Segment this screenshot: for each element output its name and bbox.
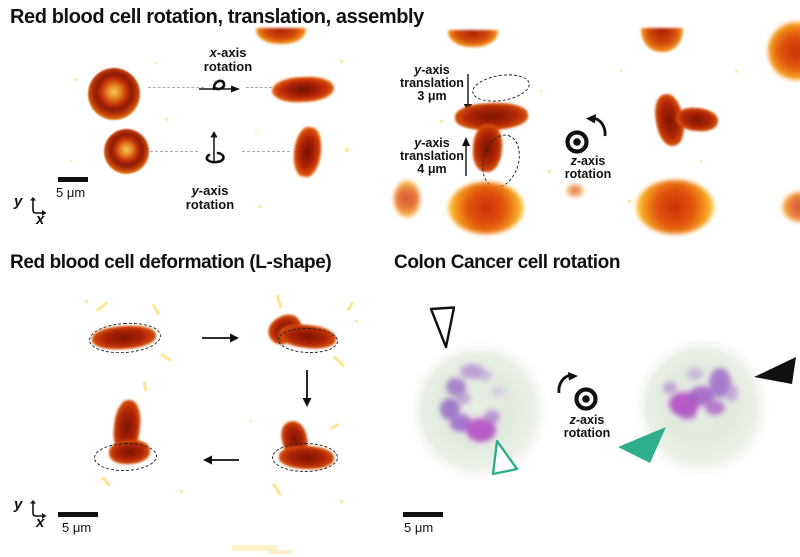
scale-bar (58, 177, 88, 182)
partial-cell-blob (394, 180, 420, 218)
y-translation-up-label: y-axis translation 4 μm (400, 136, 464, 176)
speckle (180, 490, 183, 493)
partial-cell-blob (641, 28, 683, 52)
sequence-arrow-left-icon (203, 455, 239, 465)
xy-axes-icon (30, 500, 47, 519)
cancer-cell-after (645, 348, 759, 466)
speckle (540, 90, 542, 92)
x-axis-rotation-icon (199, 79, 240, 93)
speckle (165, 118, 168, 121)
speckle (548, 170, 551, 173)
rbc-face-view-1 (88, 68, 140, 120)
fluorescence-streak (142, 381, 148, 392)
speckle (85, 300, 88, 303)
fluorescence-streak (346, 301, 354, 312)
z-axis-rotation-icon (565, 114, 607, 154)
filled-black-arrowhead-icon (754, 357, 796, 384)
axis-label-y: y (14, 193, 23, 210)
fluorescence-streak (332, 355, 346, 368)
dashed-connector (242, 151, 290, 152)
partial-cell-blob (448, 30, 498, 47)
speckle (155, 62, 157, 64)
scale-bar (58, 512, 98, 517)
speckle (340, 500, 343, 503)
sequence-arrow-down-icon (302, 370, 312, 407)
speckle (628, 200, 631, 203)
rbc-side-view-horizontal (271, 75, 335, 104)
speckle (70, 160, 72, 162)
scale-bar (403, 512, 443, 517)
y-rotation-label: y-axis rotation (185, 183, 235, 212)
panel-title-rbc-manipulation: Red blood cell rotation, translation, as… (10, 6, 424, 28)
speckle (255, 132, 257, 134)
rbc-t-assembly-rotated (651, 90, 727, 152)
speckle (75, 78, 78, 81)
speckle (340, 60, 343, 63)
partial-cell-blob (768, 22, 800, 80)
partial-cell-blob (256, 28, 306, 44)
speckle (620, 70, 622, 72)
speckle (258, 205, 261, 208)
speckle (355, 320, 358, 323)
fluorescence-streak (232, 545, 278, 551)
y-axis-rotation-icon (205, 131, 225, 164)
fluorescence-streak (275, 294, 283, 309)
partial-cell-blob (636, 180, 714, 234)
open-black-arrowhead-icon (429, 306, 456, 349)
partial-cell-blob (566, 184, 584, 197)
speckle (440, 120, 443, 123)
fluorescence-streak (160, 353, 172, 362)
z-rotation-label-bottom: z-axis rotation (563, 413, 611, 440)
x-rotation-label: x-axis rotation (203, 45, 253, 74)
axis-label-x: x (36, 514, 45, 531)
scale-bar-label: 5 μm (404, 520, 434, 535)
xy-axes-icon (30, 197, 47, 216)
speckle (250, 420, 252, 422)
rbc-side-view-vertical (291, 125, 324, 179)
panel-title-cancer-rotation: Colon Cancer cell rotation (394, 252, 621, 273)
fluorescence-streak (268, 550, 292, 554)
fluorescence-streak (272, 482, 282, 497)
fluorescence-streak (151, 303, 161, 316)
z-rotation-label-top: z-axis rotation (564, 154, 612, 181)
dashed-connector (246, 87, 272, 88)
scale-bar-label: 5 μm (56, 185, 86, 200)
fluorescence-streak (100, 475, 112, 488)
dashed-cell-outline (272, 443, 338, 472)
axis-label-y: y (14, 496, 23, 513)
partial-cell-blob (448, 182, 524, 234)
filled-teal-arrowhead-icon (618, 427, 666, 463)
open-teal-arrowhead-icon (491, 439, 519, 476)
z-axis-rotation-icon (557, 372, 598, 411)
sequence-arrow-right-icon (202, 333, 239, 343)
speckle (700, 160, 702, 162)
dashed-connector (150, 151, 198, 152)
axis-label-x: x (36, 211, 45, 228)
y-translation-down-label: y-axis translation 3 μm (400, 63, 464, 103)
scale-bar-label: 5 μm (62, 520, 92, 535)
speckle (735, 70, 738, 73)
speckle (345, 148, 349, 152)
cancer-cell-before (420, 352, 538, 470)
dashed-connector (148, 87, 204, 88)
translation-up-arrow-icon (462, 137, 470, 176)
partial-cell-blob (782, 192, 800, 222)
rbc-face-view-2 (104, 129, 149, 174)
fluorescence-streak (95, 300, 109, 313)
panel-title-rbc-deformation: Red blood cell deformation (L-shape) (10, 252, 332, 273)
